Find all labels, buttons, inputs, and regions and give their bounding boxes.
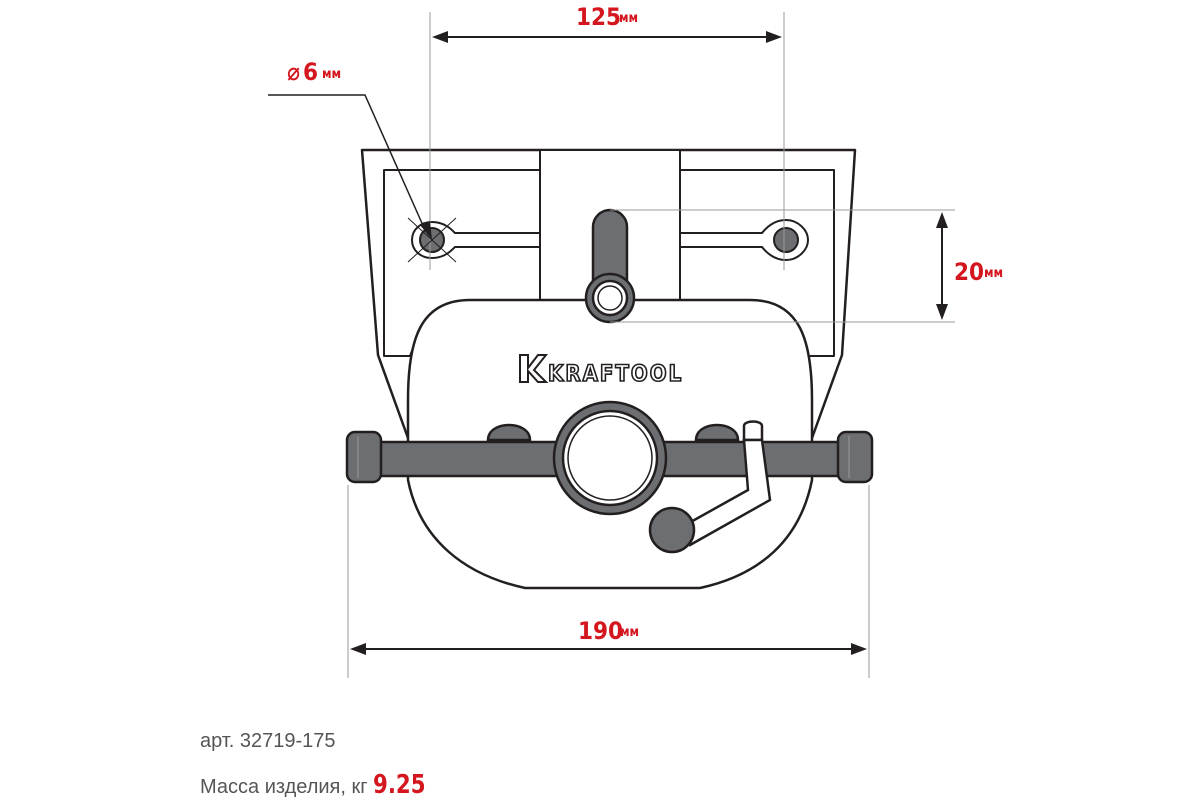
slot-length-value: 20 [954,258,984,286]
dim-overall-width: 190 мм [350,617,867,655]
dim-slot-length: 20 мм [936,212,1003,320]
article-line: арт. 32719-175 [200,730,336,753]
overall-width-unit: мм [620,625,639,640]
left-slot [410,220,541,260]
slot-length-unit: мм [984,266,1003,281]
hole-diameter-symbol: ⌀ [287,58,300,86]
logo-text: KRAFTOOL [548,362,683,387]
hole-spacing-unit: мм [619,11,638,26]
article-value: 32719-175 [239,730,336,752]
lock-bumps [486,420,764,442]
screw-hub [552,400,668,516]
mass-label: Масса изделия, кг [200,776,368,798]
bar-knob-right [836,430,874,484]
mass-value: 9.25 [373,770,426,800]
hole-diameter-unit: мм [322,67,341,82]
dim-hole-spacing: 125 мм [432,3,782,43]
hole-spacing-value: 125 [576,3,621,31]
guide-pin [584,208,636,324]
dim-hole-diameter: ⌀ 6 мм [268,58,457,263]
bar-knob-left [345,430,383,484]
overall-width-value: 190 [578,617,623,645]
logo-mark [519,354,549,383]
release-lever [648,438,772,554]
mass-line: Масса изделия, кг 9.25 [200,770,437,800]
hole-diameter-value: 6 [303,58,318,86]
article-label: арт. [200,730,235,752]
right-mounting-hole [773,227,799,253]
kraftool-logo: KRAFTOOL [519,354,683,388]
